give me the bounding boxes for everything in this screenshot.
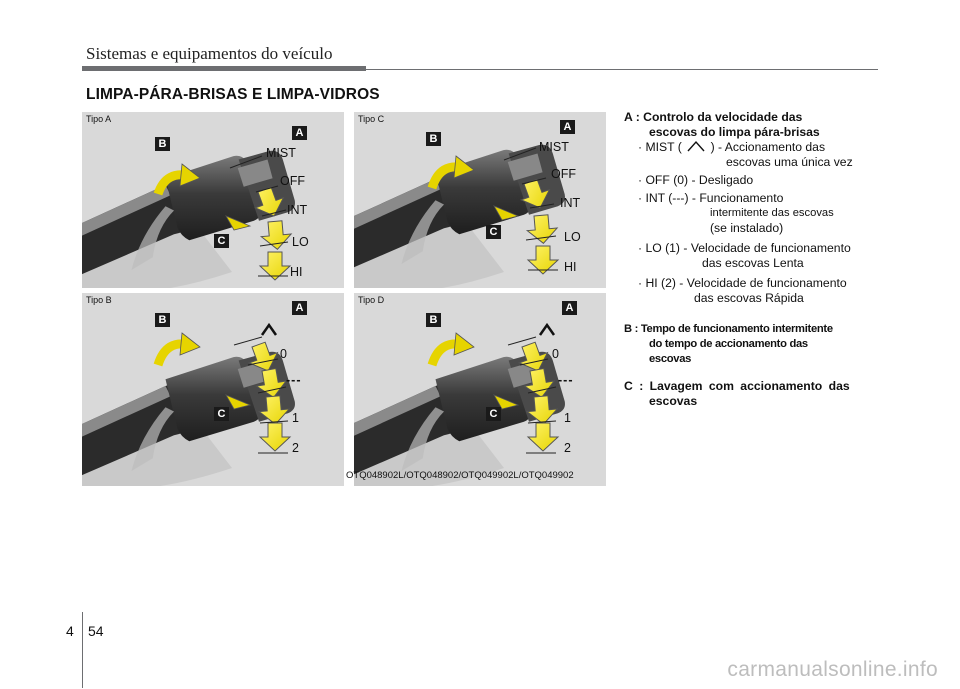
figure-panel-type-a: Tipo A A B C MIST OFF INT LO HI (82, 112, 344, 288)
position-label: MIST (266, 146, 296, 160)
wiper-stalk-illustration (82, 150, 295, 288)
position-label: INT (560, 196, 581, 210)
badge-a: A (562, 301, 577, 315)
desc-off: · OFF (0) - Desligado (638, 173, 754, 187)
desc-a-title-cont: escovas do limpa pára-brisas (649, 125, 820, 139)
position-label: 1 (564, 411, 571, 425)
position-label: 0 (552, 347, 559, 361)
header-rule-line (366, 69, 878, 70)
badge-b: B (155, 313, 170, 327)
wiper-stalk-illustration (82, 322, 295, 486)
badge-a: A (292, 126, 307, 140)
badge-b: B (155, 137, 170, 151)
desc-lo: · LO (1) - Velocidade de funcionamento (638, 241, 851, 255)
position-label: 2 (564, 441, 571, 455)
desc-lo-cont: das escovas Lenta (702, 256, 804, 270)
figure-panel-type-b: Tipo B A B C 0 --- 1 2 (82, 293, 344, 486)
position-label: OFF (280, 174, 305, 188)
figure-panel-type-d: Tipo D A B C 0 --- 1 2 (354, 293, 606, 486)
position-label: --- (558, 373, 574, 387)
desc-c-cont: escovas (649, 394, 698, 408)
position-label: 0 (280, 347, 287, 361)
wiper-stalk-illustration (354, 322, 565, 486)
chapter-title: Sistemas e equipamentos do veículo (86, 44, 333, 63)
badge-c: C (214, 407, 229, 421)
desc-int-cont2: (se instalado) (710, 221, 784, 235)
desc-b-cont: do tempo de accionamento das (649, 338, 808, 350)
desc-hi-cont: das escovas Rápida (694, 291, 804, 305)
desc-int-cont: intermitente das escovas (710, 207, 834, 219)
position-label: INT (287, 203, 308, 217)
desc-b: B : Tempo de funcionamento intermitente (624, 323, 833, 335)
position-label: HI (290, 265, 303, 279)
panel-label: Tipo A (86, 114, 112, 124)
position-label: LO (292, 235, 309, 249)
description-text: A : Controlo da velocidade das escovas d… (624, 110, 879, 409)
panel-label: Tipo C (358, 114, 385, 124)
badge-c: C (486, 225, 501, 239)
desc-a-title: A : Controlo da velocidade das (624, 110, 803, 124)
position-label: OFF (551, 167, 576, 181)
desc-b-cont2: escovas (649, 353, 692, 365)
figure-caption: OTQ048902L/OTQ048902/OTQ049902L/OTQ04990… (346, 470, 574, 481)
badge-a: A (560, 120, 575, 134)
desc-hi: · HI (2) - Velocidade de funcionamento (638, 276, 847, 290)
badge-c: C (486, 407, 501, 421)
mist-caret-icon (687, 140, 705, 152)
header-rule (82, 66, 366, 71)
panel-label: Tipo D (358, 295, 385, 305)
badge-a: A (292, 301, 307, 315)
position-label: 1 (292, 411, 299, 425)
desc-mist-cont: escovas uma única vez (726, 155, 853, 169)
badge-c: C (214, 234, 229, 248)
chapter-number: 4 (66, 623, 74, 639)
page-number-rule (82, 612, 83, 688)
position-label: HI (564, 260, 577, 274)
position-label: 2 (292, 441, 299, 455)
wiper-stalk-illustration (354, 144, 565, 288)
panel-label: Tipo B (86, 295, 112, 305)
section-title: LIMPA-PÁRA-BRISAS E LIMPA-VIDROS (86, 86, 380, 103)
position-label: LO (564, 230, 581, 244)
position-label: MIST (539, 140, 569, 154)
desc-c: C : Lavagem com accionamento das (624, 379, 850, 393)
badge-b: B (426, 313, 441, 327)
desc-mist: · MIST ( ) - Accionamento das (638, 140, 826, 154)
page-number: 54 (88, 623, 104, 639)
desc-int: · INT (---) - Funcionamento (638, 191, 784, 205)
watermark: carmanualsonline.info (727, 658, 938, 681)
position-label: --- (286, 373, 302, 387)
badge-b: B (426, 132, 441, 146)
figure-panel-type-c: Tipo C A B C MIST OFF INT LO HI (354, 112, 606, 288)
